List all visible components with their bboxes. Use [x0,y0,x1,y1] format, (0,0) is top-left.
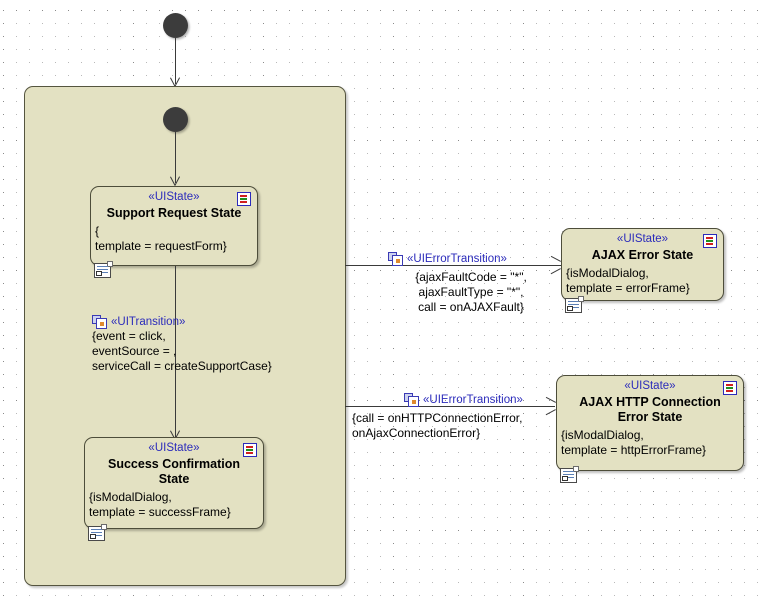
state-support-request[interactable]: «UIState» Support Request State { templa… [90,186,258,278]
document-icon[interactable] [703,234,717,248]
connector-support-to-success [175,266,176,437]
transition-stereotype: «UIErrorTransition» [407,253,507,265]
connector-inner-initial-to-support-request [175,132,176,183]
transition-label-ui-transition[interactable]: «UITransition» {event = click, eventSour… [92,315,272,374]
state-properties: {isModalDialog, template = httpErrorFram… [561,428,707,457]
document-icon[interactable] [723,381,737,395]
document-icon[interactable] [237,192,251,206]
arrowhead-inner-initial [170,177,181,186]
state-stereotype: «UIState» [148,191,200,203]
transition-stereotype: «UIErrorTransition» [423,394,523,406]
state-properties: { template = requestForm} [95,224,227,253]
state-ajax-error[interactable]: «UIState» AJAX Error State {isModalDialo… [561,228,724,313]
frame-template-icon[interactable] [560,466,579,483]
transition-properties: {ajaxFaultCode = "*", ajaxFaultType = "*… [415,270,527,314]
arrowhead-error-transition-2 [545,402,556,411]
connector-error-transition-1 [345,265,561,266]
transition-stereotype-row: «UITransition» [92,315,272,329]
initial-pseudostate-inner[interactable] [163,107,188,132]
transition-stereotype-row: «UIErrorTransition» [388,252,554,266]
state-stereotype: «UIState» [616,233,669,245]
frame-template-icon[interactable] [88,524,107,541]
state-name: Support Request State [106,206,242,220]
stereotype-stack-icon [92,315,107,329]
state-name: AJAX HTTP Connection Error State [579,395,721,424]
state-stereotype: «UIState» [624,380,676,392]
transition-stereotype: «UITransition» [111,316,186,328]
transition-label-error-1[interactable]: «UIErrorTransition» {ajaxFaultCode = "*"… [388,252,554,315]
state-properties: {isModalDialog, template = errorFrame} [566,266,690,295]
transition-stereotype-row: «UIErrorTransition» [352,393,523,407]
state-stereotype: «UIState» [148,442,200,454]
connector-initial-to-composite [175,38,176,84]
state-name: Success Confirmation State [108,457,240,486]
state-name: AJAX Error State [591,248,694,262]
stereotype-stack-icon [388,252,403,266]
frame-template-icon[interactable] [94,261,113,278]
initial-pseudostate-outer[interactable] [163,13,188,38]
state-properties: {isModalDialog, template = successFrame} [89,490,231,519]
transition-label-error-2[interactable]: «UIErrorTransition» {call = onHTTPConnec… [352,393,523,441]
document-icon[interactable] [243,443,257,457]
transition-properties: {event = click, eventSource = , serviceC… [92,329,272,373]
frame-template-icon[interactable] [565,296,584,313]
state-success-confirmation[interactable]: «UIState» Success Confirmation State {is… [84,437,264,541]
state-ajax-http-error[interactable]: «UIState» AJAX HTTP Connection Error Sta… [556,375,744,483]
stereotype-stack-icon [404,393,419,407]
connector-error-transition-2 [345,406,555,407]
transition-properties: {call = onHTTPConnectionError, onAjaxCon… [352,411,523,440]
